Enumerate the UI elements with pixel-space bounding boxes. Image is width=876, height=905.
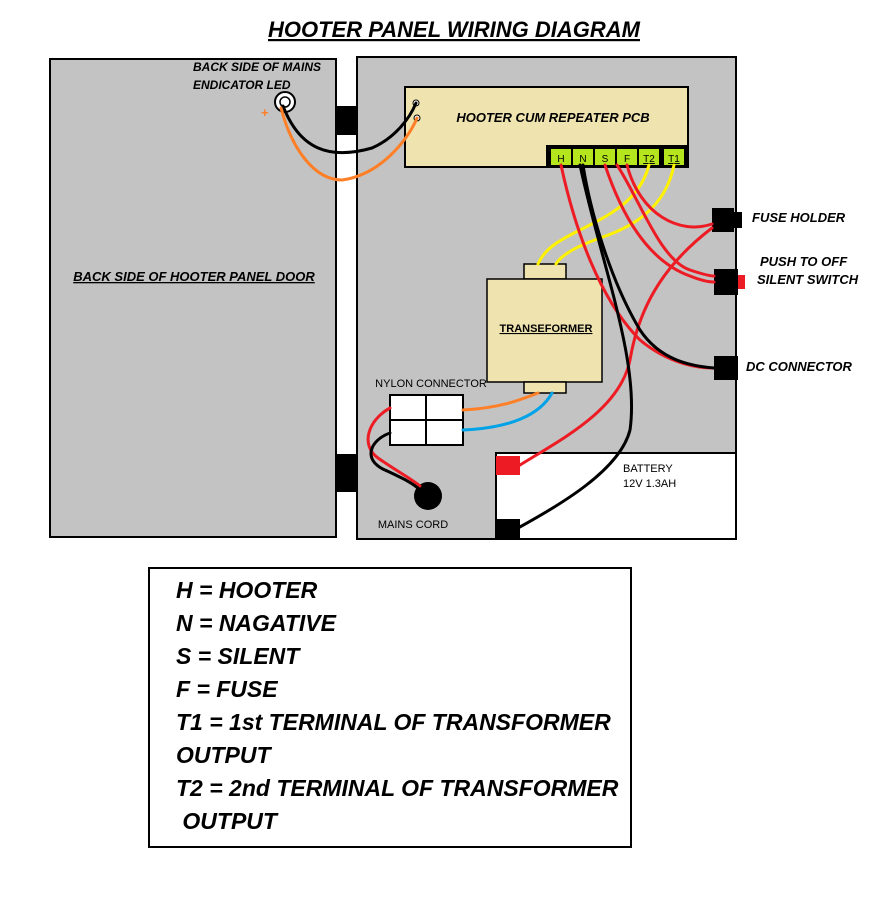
legend-item-t2: T2 = 2nd TERMINAL OF TRANSFORMER (176, 775, 619, 801)
wire-t1-yellow (554, 163, 676, 266)
battery-label: BATTERY (623, 463, 673, 475)
wire-t2-yellow (536, 163, 651, 266)
nylon-connector (389, 394, 464, 446)
wire-led-orange (279, 106, 419, 182)
battery-positive-terminal (496, 456, 520, 475)
wire-blue-primary (461, 391, 554, 432)
legend-box: H = HOOTER N = NAGATIVE S = SILENT F = F… (148, 567, 632, 848)
fuse-holder (712, 208, 734, 232)
legend-item-t1-output: OUTPUT (176, 742, 271, 768)
wire-mains-red (366, 406, 422, 488)
battery-spec-label: 12V 1.3AH (623, 478, 676, 490)
dc-connector-label: DC CONNECTOR (746, 359, 853, 374)
terminal-S (595, 149, 615, 165)
wire-led-black (281, 101, 418, 155)
silent-switch (714, 269, 738, 295)
nylon-connector-label: NYLON CONNECTOR (375, 378, 487, 390)
wires (279, 101, 716, 530)
led-plus-sign: + (261, 105, 269, 120)
wire-mains-black (369, 431, 422, 492)
terminal-H (551, 149, 571, 165)
legend-item-negative: N = NAGATIVE (176, 610, 336, 636)
terminal-label-T2: T2 (643, 154, 655, 165)
silent-switch-label-line1: PUSH TO OFF (760, 254, 848, 269)
fuse-holder-cap (734, 212, 742, 228)
bottom-hinge (336, 454, 357, 492)
battery-body (495, 452, 737, 540)
mains-led-label-line2: ENDICATOR LED (193, 78, 291, 92)
terminal-label-S: S (602, 154, 609, 165)
terminal-label-H: H (557, 154, 564, 165)
silent-switch-label-line2: SILENT SWITCH (757, 272, 859, 287)
terminal-label-F: F (624, 154, 630, 165)
terminal-block: H N S F T2 T1 (546, 145, 688, 167)
transformer-top-tab (523, 263, 567, 280)
diagram-title: HOOTER PANEL WIRING DIAGRAM (268, 17, 641, 42)
silent-switch-button (738, 275, 745, 289)
wire-f-red-a (625, 163, 714, 229)
transformer-label: TRANSEFORMER (500, 323, 593, 335)
legend-item-fuse: F = FUSE (176, 676, 278, 702)
wire-s-red (603, 163, 716, 284)
terminal-label-T1: T1 (668, 154, 680, 165)
top-hinge (336, 106, 357, 135)
door-label: BACK SIDE OF HOOTER PANEL DOOR (73, 269, 315, 284)
transformer-body (486, 278, 603, 383)
wire-n-black (581, 163, 716, 370)
terminal-T1 (664, 149, 684, 165)
legend-item-silent: S = SILENT (176, 643, 300, 669)
legend-item-t1: T1 = 1st TERMINAL OF TRANSFORMER (176, 709, 611, 735)
transformer-bottom-tab (523, 381, 567, 394)
terminal-F (617, 149, 637, 165)
terminal-label-N: N (579, 154, 586, 165)
wire-fuse-red (518, 226, 714, 467)
terminal-T2 (639, 149, 659, 165)
wire-orange-primary (461, 391, 540, 412)
terminal-N (573, 149, 593, 165)
fuse-holder-label: FUSE HOLDER (752, 210, 846, 225)
panel-door (49, 58, 337, 538)
battery-negative-terminal (496, 519, 520, 538)
mains-cord-label: MAINS CORD (378, 519, 448, 531)
legend-item-hooter: H = HOOTER (176, 577, 318, 603)
wire-f-red-b (615, 163, 716, 278)
legend-item-t2-output: OUTPUT (176, 808, 277, 834)
dc-connector (714, 356, 738, 380)
wire-n-black-battery (516, 163, 634, 530)
pcb-label: HOOTER CUM REPEATER PCB (456, 110, 649, 125)
mains-led-label-line1: BACK SIDE OF MAINS (193, 60, 321, 74)
